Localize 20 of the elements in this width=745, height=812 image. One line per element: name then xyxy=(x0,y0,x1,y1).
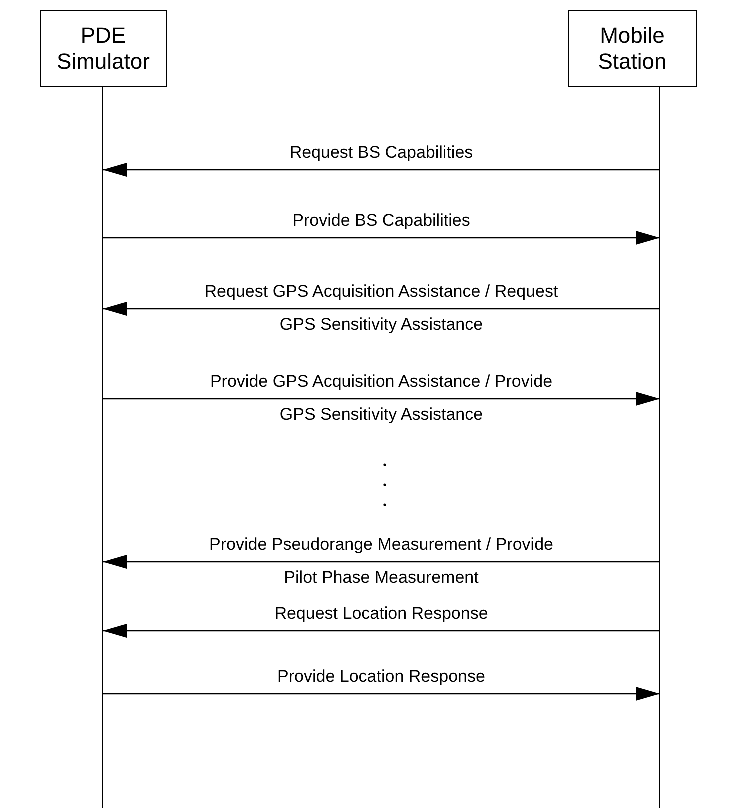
edge-label: Provide BS Capabilities xyxy=(292,210,472,232)
edge-label: Provide GPS Acquisition Assistance / Provide GPS Sensitivity Assistance xyxy=(209,370,554,426)
lifeline xyxy=(102,87,104,808)
message-arrow xyxy=(103,392,660,406)
edge-label: Request GPS Acquisition Assistance / Request GPS Sensitivity Assistance xyxy=(204,280,560,336)
message-arrow xyxy=(103,163,660,177)
message-arrow xyxy=(103,302,660,316)
participant-name: PDE Simulator xyxy=(56,22,151,74)
edge-label: Provide Location Response xyxy=(276,666,486,688)
edge-label: Request BS Capabilities xyxy=(288,142,474,164)
edge-label: Request Location Response xyxy=(274,602,490,624)
edge-label: Provide Pseudorange Measurement / Provide Pilot Phase Measurement xyxy=(208,534,554,588)
message-arrow xyxy=(103,231,660,245)
participant-box xyxy=(40,10,167,87)
participant-box xyxy=(568,10,697,87)
participant-name: Mobile Station xyxy=(597,22,668,74)
message-arrow xyxy=(103,624,660,638)
message-arrow xyxy=(103,555,660,569)
lifeline xyxy=(659,87,660,808)
message-arrow xyxy=(103,687,660,701)
